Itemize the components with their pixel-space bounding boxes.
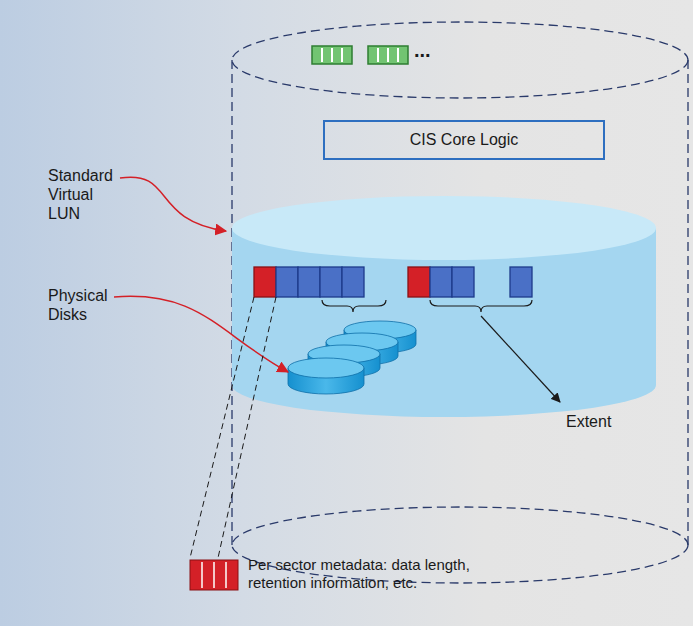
physical-disks [288, 321, 416, 394]
logic-box: CIS Core Logic [323, 120, 605, 160]
sector-blocks [254, 267, 532, 297]
virtual-lun-cylinder [232, 196, 656, 417]
green-blocks [312, 46, 408, 64]
ellipsis-mark: ... [414, 38, 454, 62]
extent-brackets [322, 300, 532, 312]
extent-pointer [481, 316, 560, 402]
metadata-note: Per sector metadata: data length, retent… [248, 556, 528, 592]
box-label: CIS Core Logic [410, 130, 519, 149]
outer-cylinder [232, 22, 688, 583]
zoom-lines [190, 297, 276, 558]
disks-label: Physical Disks [48, 286, 112, 324]
extent-label: Extent [566, 412, 646, 431]
lun-leader [120, 177, 226, 231]
lun-label: Standard Virtual LUN [48, 166, 120, 224]
metadata-block [190, 560, 238, 590]
